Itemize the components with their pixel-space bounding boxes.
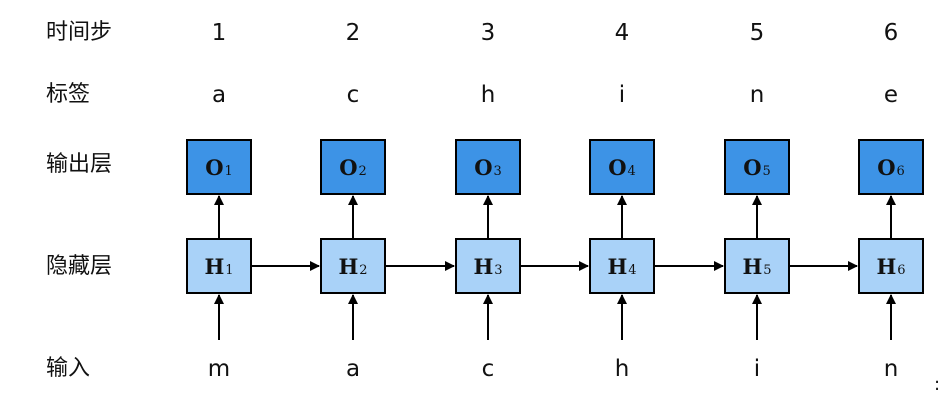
label-3: h [480,82,496,108]
time-step-6: 6 [883,20,899,46]
row-label-output-layer: 输出层 [46,152,113,177]
input-6: n [883,356,899,382]
node-letter: O [339,154,358,180]
label-6: e [883,82,899,108]
time-step-3: 3 [480,20,496,46]
row-label-input: 输入 [46,356,91,381]
node-subscript: 2 [358,163,367,179]
trailing-mark: : [934,374,941,395]
time-step-5: 5 [749,20,765,46]
node-letter: H [876,253,897,279]
label-1: a [211,82,227,108]
node-subscript: 1 [224,163,233,179]
row-label-label: 标签 [46,82,91,107]
node-subscript: 3 [493,163,502,179]
node-subscript: 1 [225,262,234,278]
row-label-hidden-layer: 隐藏层 [46,254,113,279]
node-letter: H [742,253,763,279]
node-subscript: 5 [762,163,771,179]
input-1: m [207,356,231,382]
time-step-2: 2 [345,20,361,46]
node-subscript: 5 [763,262,772,278]
label-5: n [749,82,765,108]
node-letter: H [204,253,225,279]
label-2: c [346,82,360,108]
node-letter: O [205,154,224,180]
input-5: i [753,356,761,382]
node-subscript: 6 [897,262,906,278]
node-letter: H [607,253,628,279]
node-letter: O [743,154,762,180]
label-4: i [618,82,626,108]
node-subscript: 2 [359,262,368,278]
time-step-1: 1 [211,20,227,46]
node-subscript: 3 [494,262,503,278]
node-letter: H [338,253,359,279]
input-2: a [345,356,361,382]
node-subscript: 4 [627,163,636,179]
time-step-4: 4 [614,20,630,46]
node-letter: O [877,154,896,180]
input-3: c [481,356,495,382]
node-letter: O [474,154,493,180]
node-letter: O [608,154,627,180]
node-letter: H [473,253,494,279]
input-4: h [614,356,630,382]
node-subscript: 6 [896,163,905,179]
node-subscript: 4 [628,262,637,278]
row-label-time-step: 时间步 [46,20,113,45]
